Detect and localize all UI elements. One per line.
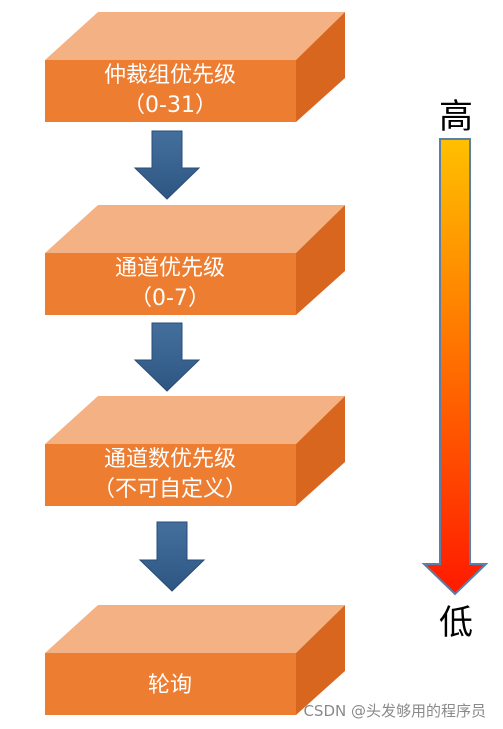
block-label-line1: 轮询 [148, 673, 192, 698]
block-label-line2: （0-7） [130, 286, 210, 311]
block-top-face [45, 396, 345, 444]
block-label-line2: （不可自定义） [93, 477, 247, 502]
block-label-line1: 仲裁组优先级 [104, 63, 236, 88]
block-top-face [45, 205, 345, 253]
block-side-face [296, 205, 345, 315]
block-front-face [45, 444, 296, 506]
block-label-line1: 通道数优先级 [104, 447, 236, 472]
block-label-line2: （0-31） [123, 93, 217, 118]
block-front-face [45, 653, 296, 715]
block-label-line1: 通道优先级 [115, 256, 225, 281]
block-front-face [45, 60, 296, 122]
block-front-face [45, 253, 296, 315]
down-arrow-icon [133, 322, 201, 392]
scale-high-label: 高 [439, 97, 473, 137]
block-arbitration-group-priority: 仲裁组优先级 （0-31） [45, 12, 345, 122]
block-side-face [296, 12, 345, 122]
priority-scale: 高 低 [421, 97, 489, 643]
block-top-face [45, 12, 345, 60]
block-channel-number-priority: 通道数优先级 （不可自定义） [45, 396, 345, 506]
down-arrow-icon [138, 521, 206, 592]
watermark-text: CSDN @头发够用的程序员 [303, 702, 486, 720]
down-arrow-icon [133, 130, 201, 200]
scale-gradient-arrow [421, 138, 489, 596]
block-top-face [45, 605, 345, 653]
block-side-face [296, 396, 345, 506]
scale-low-label: 低 [439, 603, 473, 643]
block-side-face [296, 605, 345, 715]
block-round-robin: 轮询 [45, 605, 345, 715]
block-channel-priority: 通道优先级 （0-7） [45, 205, 345, 315]
